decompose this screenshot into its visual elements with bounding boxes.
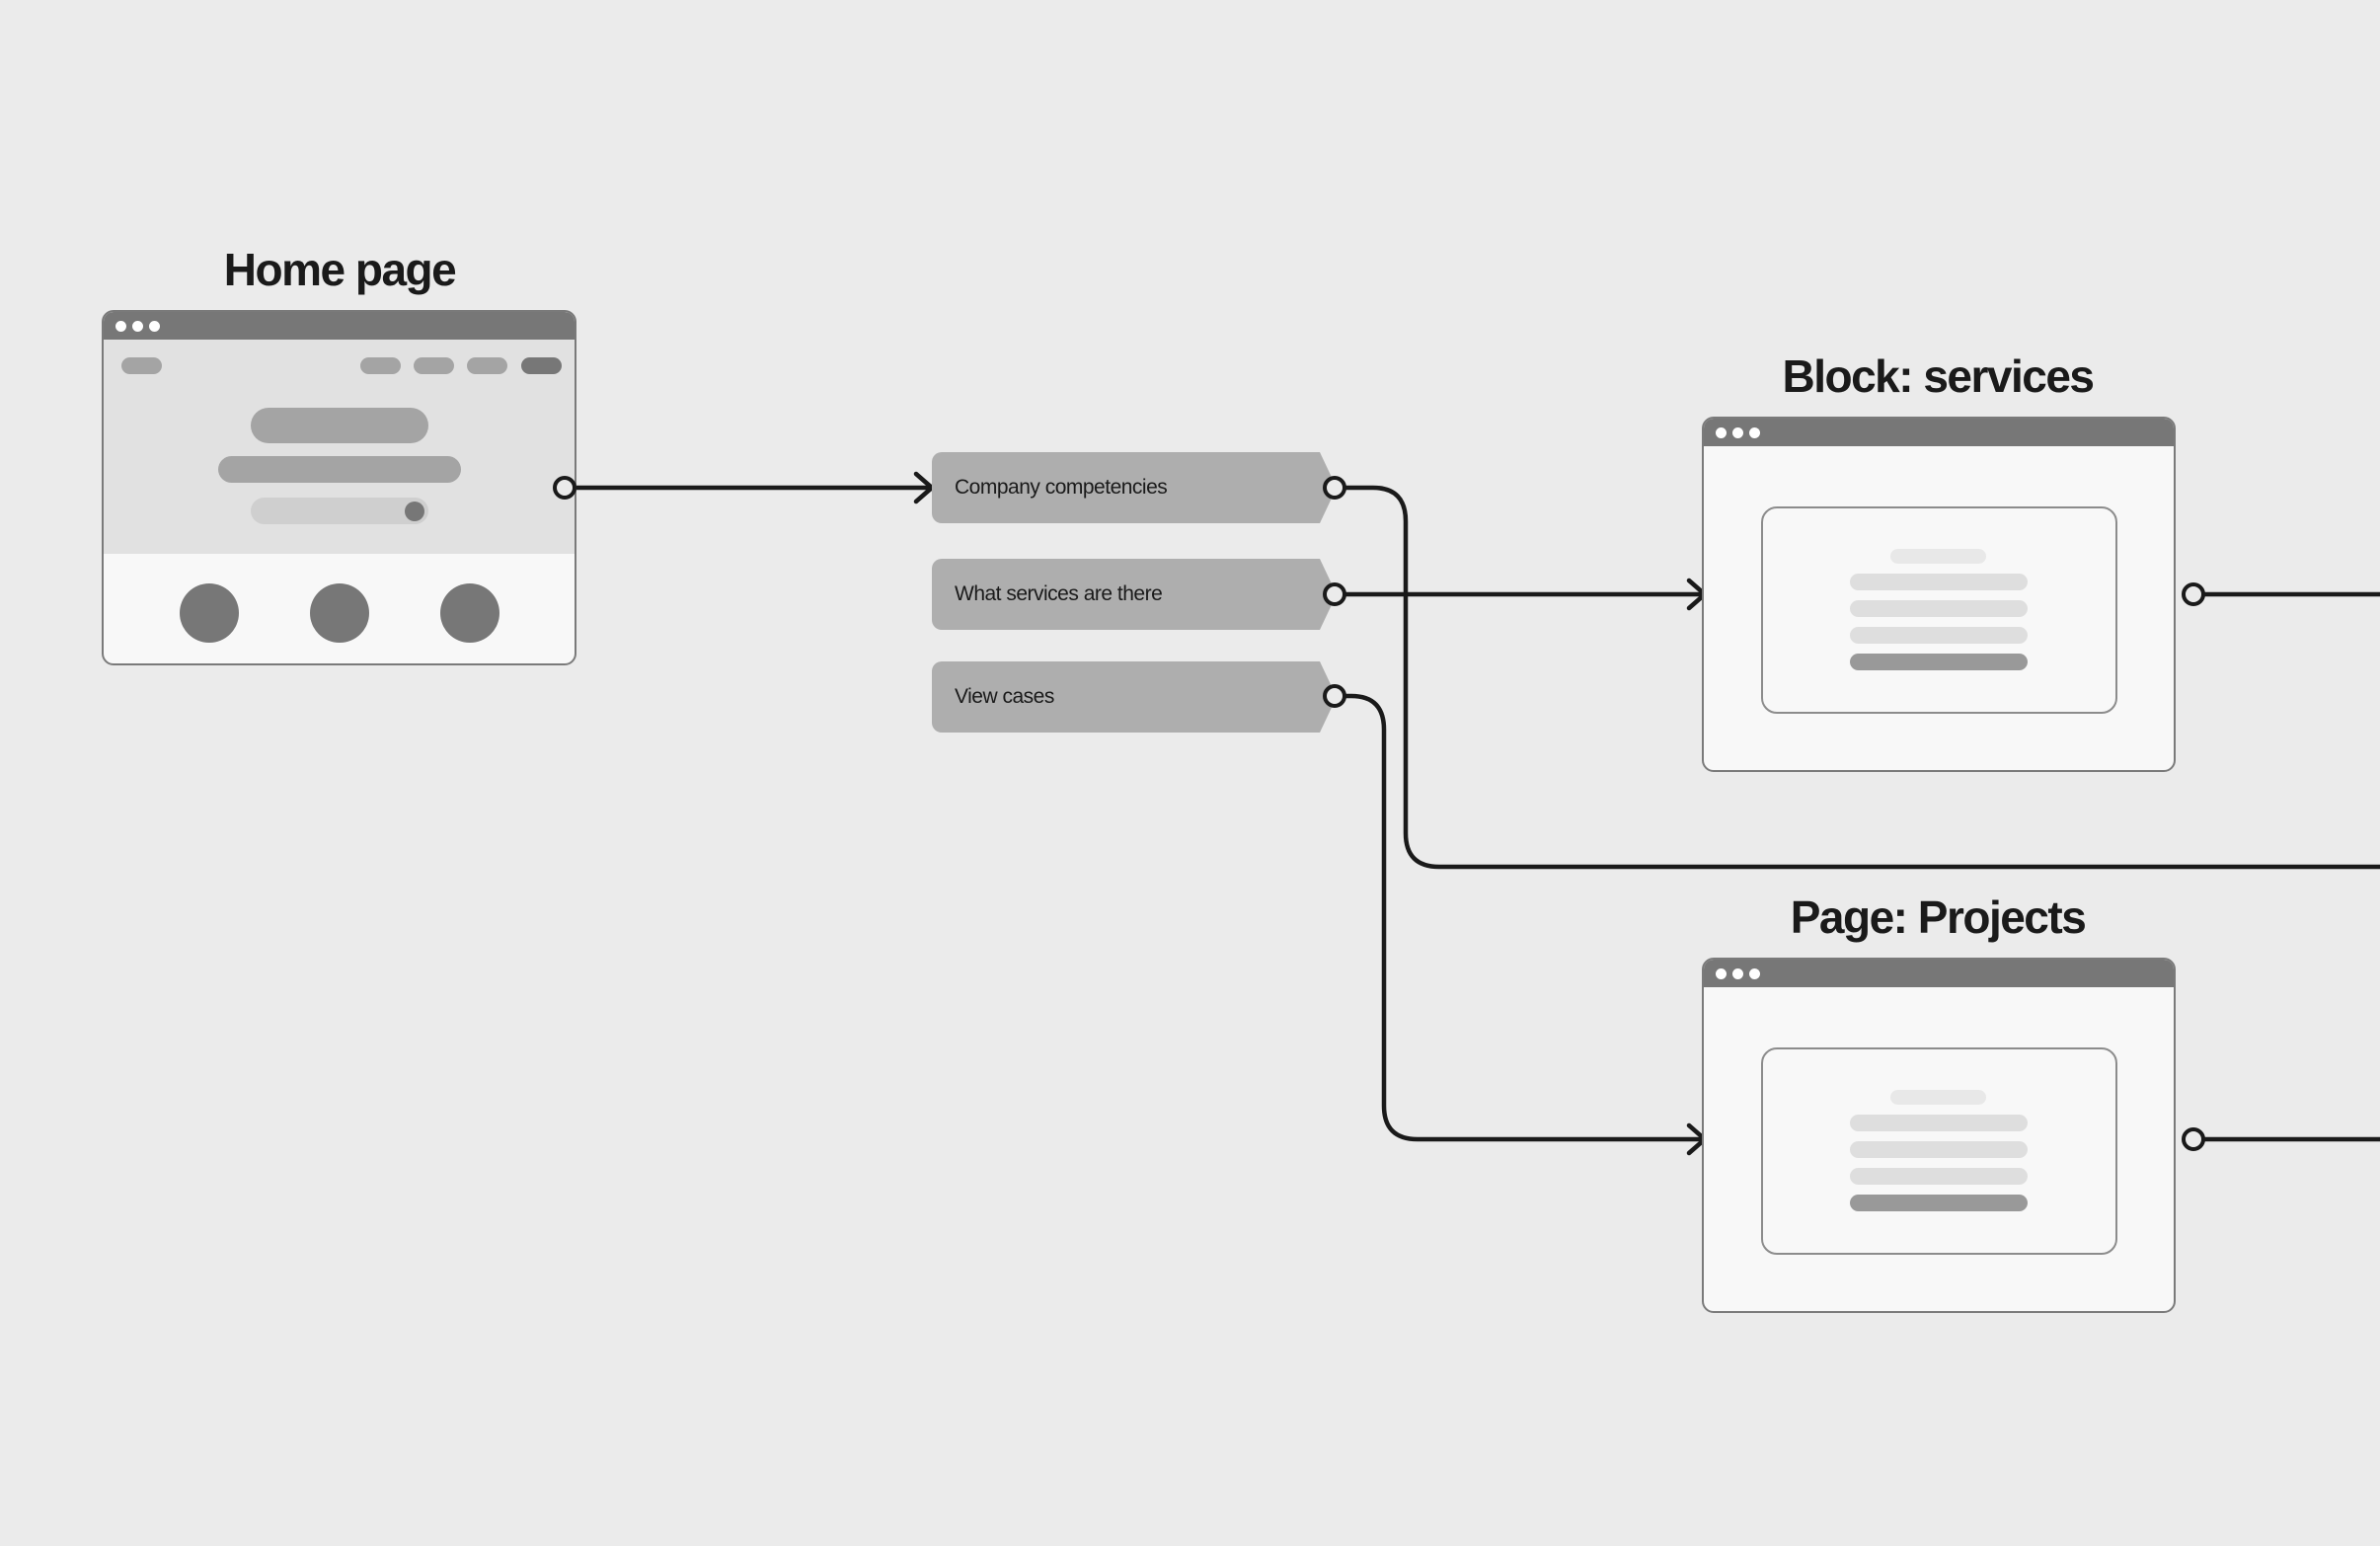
content-card xyxy=(1761,506,2117,714)
hero-input-placeholder xyxy=(251,498,428,524)
home-page-title: Home page xyxy=(223,244,457,295)
text-line-placeholder xyxy=(1850,627,2028,644)
action-label: View cases xyxy=(955,685,1054,708)
nav-item-placeholder xyxy=(467,357,507,374)
button-placeholder xyxy=(1850,1195,2028,1211)
page-projects-window[interactable] xyxy=(1702,958,2176,1313)
window-dots-icon xyxy=(1732,427,1743,438)
hero-section xyxy=(104,340,575,554)
content-card xyxy=(1761,1047,2117,1255)
nav-item-placeholder xyxy=(414,357,454,374)
home-page-window[interactable] xyxy=(102,310,576,665)
text-line-placeholder xyxy=(1850,1141,2028,1158)
hero-heading-placeholder xyxy=(251,408,428,443)
action-what-services[interactable]: What services are there xyxy=(932,559,1337,630)
text-line-placeholder xyxy=(1850,1115,2028,1131)
text-line-placeholder xyxy=(1850,1168,2028,1185)
port-circle-icon[interactable] xyxy=(553,476,576,500)
action-view-cases[interactable]: View cases xyxy=(932,661,1337,733)
window-dots-icon xyxy=(115,321,126,332)
hero-input-knob xyxy=(405,502,424,521)
page-projects-title: Page: Projects xyxy=(1790,891,2087,943)
block-services-window[interactable] xyxy=(1702,417,2176,772)
text-line-placeholder xyxy=(1850,600,2028,617)
window-dots-icon xyxy=(132,321,143,332)
arrow-head-icon xyxy=(913,471,935,504)
port-circle-icon[interactable] xyxy=(1323,582,1346,606)
window-titlebar xyxy=(1704,960,2174,987)
logo-placeholder xyxy=(121,357,162,374)
window-titlebar xyxy=(104,312,575,340)
feature-circle xyxy=(310,583,369,643)
feature-circle xyxy=(180,583,239,643)
window-dots-icon xyxy=(1749,427,1760,438)
port-circle-icon[interactable] xyxy=(1323,476,1346,500)
feature-circle xyxy=(440,583,499,643)
hero-subtitle-placeholder xyxy=(218,456,461,483)
connector-cases-to-projects xyxy=(1344,693,1705,1142)
text-line-placeholder xyxy=(1890,549,1986,564)
window-dots-icon xyxy=(1749,968,1760,979)
nav-item-placeholder xyxy=(360,357,401,374)
port-circle-icon[interactable] xyxy=(1323,684,1346,708)
action-label: What services are there xyxy=(955,582,1163,605)
button-placeholder xyxy=(1850,654,2028,670)
text-line-placeholder xyxy=(1890,1090,1986,1105)
window-dots-icon xyxy=(1732,968,1743,979)
window-titlebar xyxy=(1704,419,2174,446)
block-services-title: Block: services xyxy=(1782,350,2095,402)
port-circle-icon[interactable] xyxy=(2182,582,2205,606)
port-circle-icon[interactable] xyxy=(2182,1127,2205,1151)
window-dots-icon xyxy=(1716,427,1727,438)
window-dots-icon xyxy=(149,321,160,332)
window-dots-icon xyxy=(1716,968,1727,979)
action-company-competencies[interactable]: Company competencies xyxy=(932,452,1337,523)
action-label: Company competencies xyxy=(955,476,1168,499)
text-line-placeholder xyxy=(1850,574,2028,590)
nav-button-placeholder xyxy=(521,357,562,374)
